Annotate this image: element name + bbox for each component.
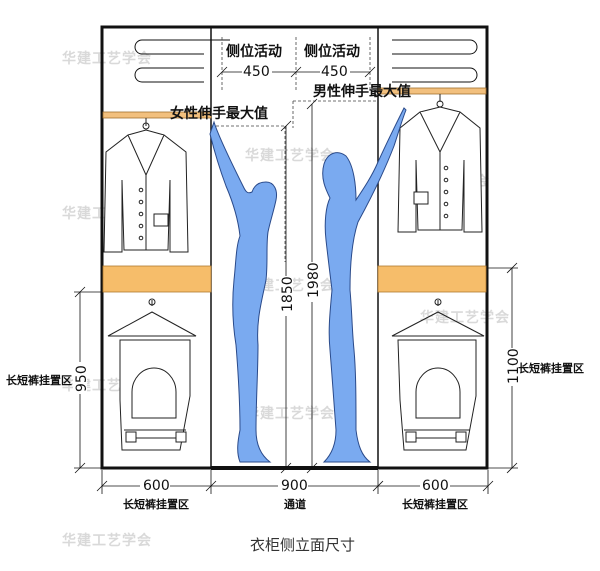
left-hang-zone-label: 长短裤挂置区 — [6, 373, 72, 387]
side-dim-right: 450 — [321, 64, 348, 80]
watermark-3: 华建工艺学会 — [245, 147, 335, 164]
side-activity-left-label: 侧位活动 — [226, 43, 282, 60]
trousers-icon — [107, 298, 197, 451]
middle-shelves — [102, 265, 487, 293]
reach-guides — [211, 37, 378, 262]
side-dim-left: 450 — [243, 64, 270, 80]
bottom-dim-right: 600 — [422, 478, 449, 494]
male-reach-label: 男性伸手最大值 — [313, 83, 411, 100]
top-shelf-curves — [134, 39, 478, 83]
coat-icon — [103, 118, 189, 253]
hanging-rails — [102, 87, 487, 119]
female-reach-label: 女性伸手最大值 — [170, 105, 268, 122]
bottom-left-label: 长短裤挂置区 — [123, 497, 189, 511]
female-height-dim: 1850 — [280, 276, 296, 312]
bottom-right-label: 长短裤挂置区 — [402, 497, 468, 511]
watermark-9: 华建工艺学会 — [62, 532, 152, 549]
right-hang-dim-value: 1100 — [506, 348, 522, 384]
trousers-icon — [391, 298, 485, 451]
wardrobe-frame — [100, 25, 489, 470]
male-figure-icon — [322, 107, 407, 463]
left-hang-dim-value: 950 — [74, 365, 90, 392]
side-activity-right-label: 侧位活动 — [304, 43, 360, 60]
female-figure-icon — [209, 120, 277, 463]
bottom-dim-mid: 900 — [281, 478, 308, 494]
bottom-mid-label: 通道 — [284, 497, 306, 511]
watermark-1: 华建工艺学会 — [62, 50, 152, 67]
bottom-dim-left: 600 — [143, 478, 170, 494]
male-height-dim: 1980 — [306, 262, 322, 298]
coat-icon — [397, 94, 483, 233]
right-hang-zone-label: 长短裤挂置区 — [518, 361, 584, 375]
figure-caption: 衣柜侧立面尺寸 — [250, 536, 355, 554]
watermark-6: 华建工艺学会 — [420, 309, 510, 326]
watermark-8: 华建工艺学会 — [245, 405, 335, 422]
